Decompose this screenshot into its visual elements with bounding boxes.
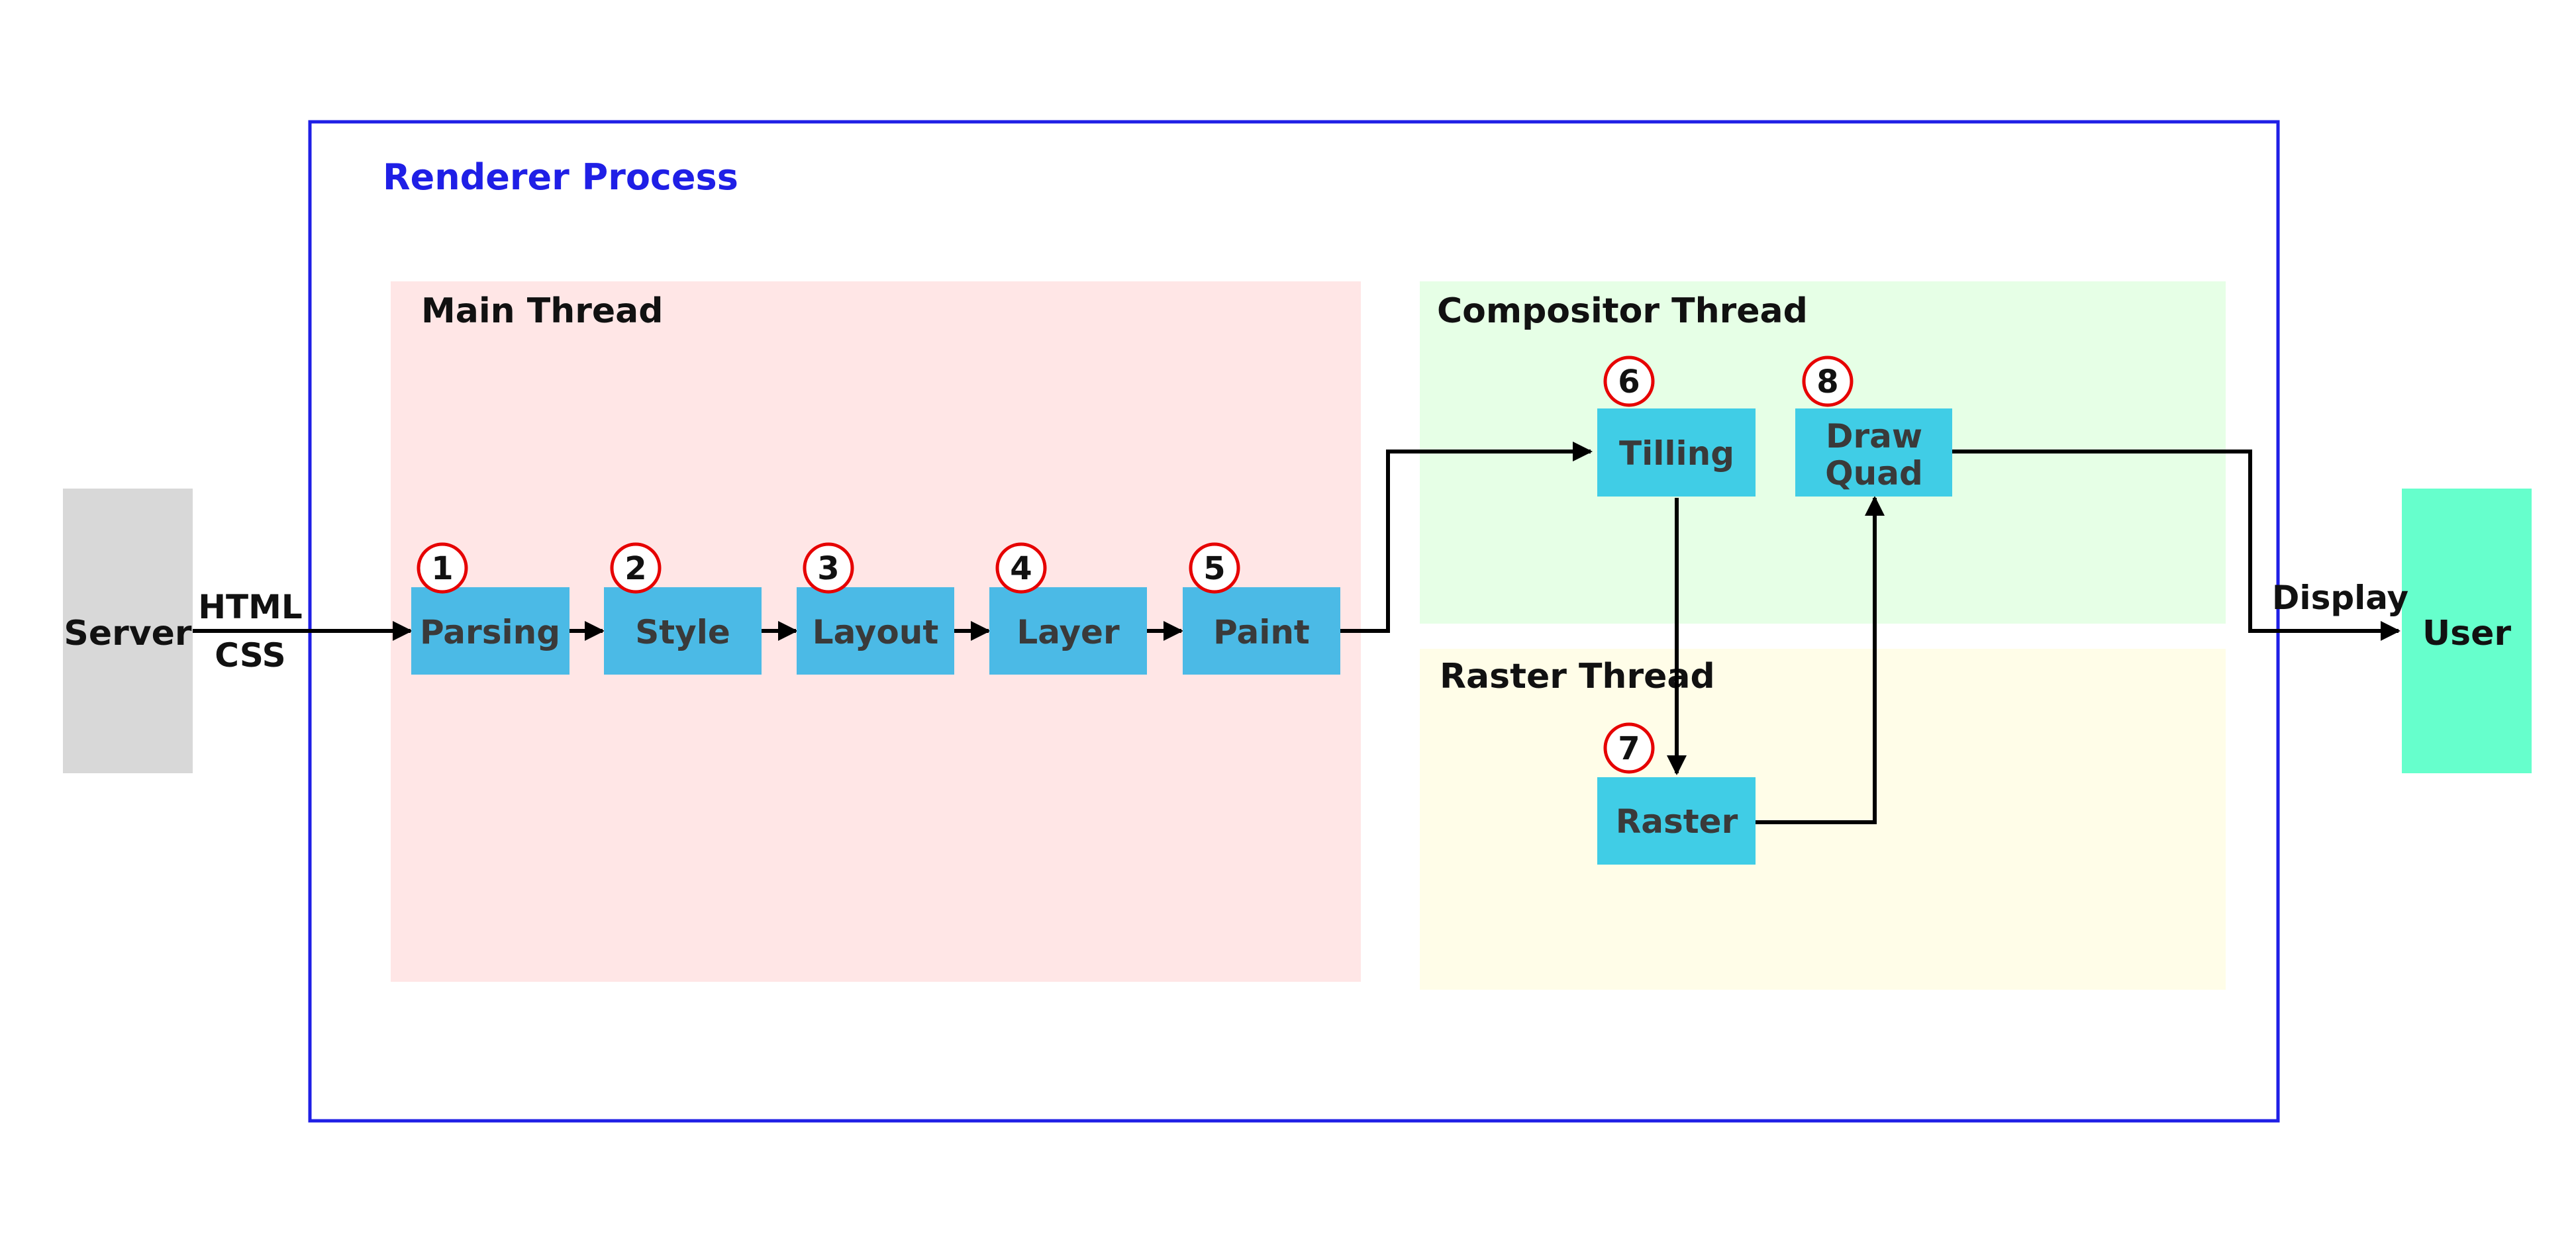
step-number-badge [417, 542, 468, 594]
step-number: 2 [624, 550, 646, 587]
step-style: Style 2 [604, 542, 762, 675]
renderer-process-title: Renderer Process [383, 156, 738, 198]
step-number: 6 [1618, 363, 1640, 401]
step-label: Layout [813, 613, 939, 651]
step-number: 4 [1010, 550, 1032, 587]
step-box [604, 587, 762, 675]
step-raster: Raster 7 [1597, 722, 1756, 865]
connectors [193, 442, 2401, 824]
raster-thread-title: Raster Thread [1440, 657, 1715, 696]
step-label-line2: Quad [1825, 454, 1923, 493]
main-thread-title: Main Thread [421, 291, 664, 331]
step-parsing: Parsing 1 [411, 542, 570, 675]
step-number: 5 [1203, 550, 1225, 587]
step-number: 1 [431, 550, 453, 587]
server-label: Server [64, 614, 192, 653]
step-label: Style [635, 613, 730, 651]
step-box [1597, 777, 1756, 865]
step-label: Parsing [420, 613, 560, 651]
input-label-html: HTML [198, 588, 303, 626]
server-block [63, 489, 193, 773]
step-number: 7 [1618, 730, 1640, 767]
user-label: User [2422, 614, 2511, 653]
step-box [989, 587, 1147, 675]
step-box [797, 587, 954, 675]
output-label-display: Display [2272, 579, 2408, 617]
arrow-paint-to-tilling [1340, 442, 1593, 633]
step-box [411, 587, 570, 675]
step-number: 3 [817, 550, 839, 587]
step-box [1597, 408, 1756, 497]
user-block [2402, 489, 2532, 773]
step-layer: Layer 4 [989, 542, 1147, 675]
step-label: Paint [1213, 613, 1310, 651]
arrow-drawquad-to-user [1952, 450, 2401, 641]
step-box [1795, 408, 1952, 497]
arrow-raster-to-drawquad [1756, 496, 1885, 824]
step-number-badge [1603, 356, 1655, 407]
step-label: Tilling [1619, 434, 1734, 473]
step-paint: Paint 5 [1183, 542, 1340, 675]
step-number: 8 [1816, 363, 1838, 401]
step-label-line1: Draw [1826, 417, 1922, 455]
raster-thread-region [1420, 649, 2226, 990]
step-box [1183, 587, 1340, 675]
step-draw-quad: Draw Quad 8 [1795, 356, 1952, 497]
step-layout: Layout 3 [797, 542, 954, 675]
step-number-badge [1802, 356, 1854, 407]
step-number-badge [995, 542, 1047, 594]
step-number-badge [1603, 722, 1655, 774]
renderer-process-frame [308, 120, 2280, 1123]
compositor-thread-title: Compositor Thread [1437, 291, 1808, 331]
input-label-css: CSS [215, 636, 285, 675]
step-tilling: Tilling 6 [1597, 356, 1756, 497]
step-number-badge [1189, 542, 1240, 594]
step-number-badge [610, 542, 662, 594]
step-label: Raster [1616, 802, 1738, 841]
step-label: Layer [1016, 613, 1120, 651]
step-number-badge [803, 542, 854, 594]
